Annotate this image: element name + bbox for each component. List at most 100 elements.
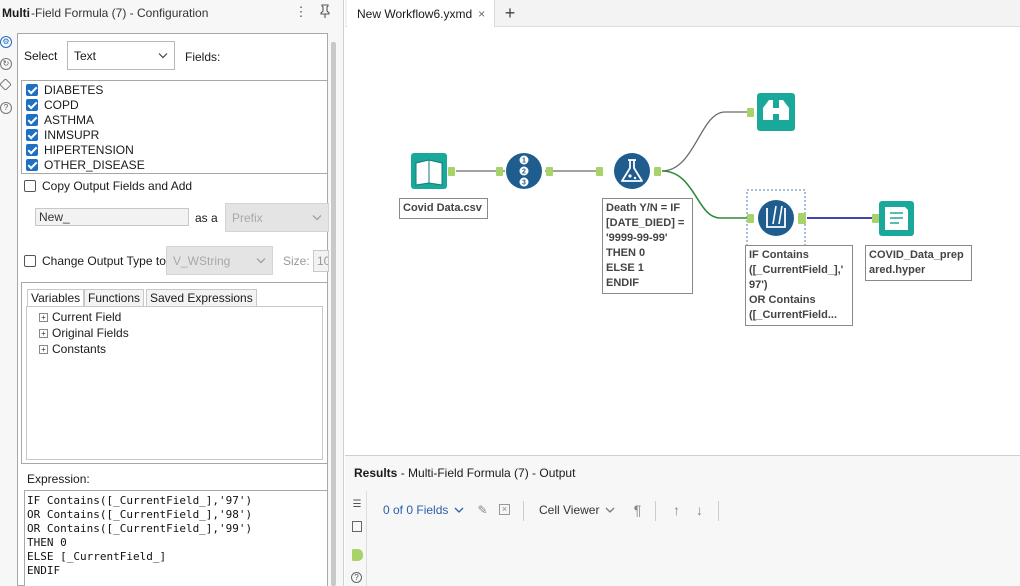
expand-icon[interactable]: + [39, 344, 48, 354]
arrow-down-icon[interactable]: ↓ [696, 502, 703, 518]
output-annotation: COVID_Data_prep ared.hyper [865, 245, 972, 281]
checkbox-checked[interactable] [26, 114, 38, 126]
formula-tool[interactable] [596, 153, 661, 189]
edit-icon[interactable]: ✎ [477, 503, 488, 517]
output-anchor[interactable] [546, 167, 553, 176]
input-anchor[interactable] [872, 214, 879, 223]
copy-output-checkbox[interactable] [24, 180, 36, 192]
beaker-icon [766, 208, 786, 228]
new-tab-button[interactable]: + [504, 3, 516, 23]
arrows-icon[interactable]: ↻ [0, 58, 12, 70]
field-item[interactable]: HIPERTENSION [26, 143, 134, 157]
checkbox-checked[interactable] [26, 129, 38, 141]
field-item[interactable]: OTHER_DISEASE [26, 158, 145, 172]
output-anchor[interactable] [448, 167, 455, 176]
help-icon[interactable]: ? [351, 572, 362, 583]
chevron-down-icon [256, 255, 266, 266]
svg-text:1: 1 [522, 158, 526, 165]
pin-icon[interactable] [317, 4, 333, 20]
prefix-suffix-dropdown[interactable]: Prefix [225, 203, 329, 232]
checkbox-checked[interactable] [26, 99, 38, 111]
input-anchor[interactable] [496, 167, 503, 176]
change-type-checkbox[interactable] [24, 255, 36, 267]
copy-output-option[interactable]: Copy Output Fields and Add [24, 179, 192, 193]
more-options-icon[interactable]: ⋮ [294, 4, 308, 19]
binoculars-icon [763, 100, 789, 120]
pilcrow-icon[interactable]: ¶ [633, 502, 642, 518]
input-anchor[interactable] [596, 167, 603, 176]
chevron-down-icon [606, 507, 615, 513]
browse-tool[interactable] [747, 93, 795, 131]
results-pane: Results - Multi-Field Formula (7) - Outp… [345, 455, 1020, 586]
expand-icon[interactable]: + [39, 328, 48, 338]
output-anchor[interactable] [654, 167, 661, 176]
input-annotation: Covid Data.csv [399, 198, 488, 219]
formula-tool-body [614, 153, 650, 189]
prefix-input[interactable]: New_ [35, 208, 189, 226]
clear-icon[interactable]: × [499, 504, 510, 515]
fields-dropdown[interactable]: 0 of 0 Fields [383, 503, 464, 517]
flask-icon [621, 159, 643, 182]
output-type-dropdown[interactable]: V_WString [166, 246, 273, 275]
expression-tabs: Variables Functions Saved Expressions +C… [21, 282, 328, 464]
tree-item-constants[interactable]: +Constants [39, 342, 106, 356]
checkbox-checked[interactable] [26, 159, 38, 171]
tree-item-current-field[interactable]: +Current Field [39, 310, 121, 324]
configuration-panel: Multi-Field Formula (7) - Configuration … [0, 0, 344, 586]
arrow-up-icon[interactable]: ↑ [673, 502, 680, 518]
document-tab-title: New Workflow6.yxmd [357, 6, 473, 21]
expression-editor[interactable]: IF Contains([_CurrentField_],'97') OR Co… [24, 490, 328, 586]
tag-icon[interactable] [0, 78, 12, 91]
field-item[interactable]: ASTHMA [26, 113, 94, 127]
config-title: -Field Formula (7) - Configuration [31, 6, 209, 20]
config-title-bold: Multi [2, 6, 30, 20]
table-icon[interactable] [352, 521, 362, 532]
field-item[interactable]: DIABETES [26, 83, 103, 97]
multi-field-tool-body [758, 200, 794, 236]
input-anchor[interactable] [747, 214, 754, 223]
select-label: Select [24, 49, 58, 63]
number-1-icon [519, 155, 529, 165]
multi-field-formula-tool[interactable] [746, 189, 806, 247]
list-icon[interactable]: ☰ [352, 499, 362, 510]
help-icon[interactable]: ? [0, 102, 12, 114]
results-side-rail: ☰ ? [345, 491, 367, 586]
results-title: Results - Multi-Field Formula (7) - Outp… [354, 466, 576, 480]
tab-functions[interactable]: Functions [84, 289, 145, 306]
document-tab[interactable]: New Workflow6.yxmd × [347, 0, 495, 27]
tree-item-original-fields[interactable]: +Original Fields [39, 326, 129, 340]
multi-field-annotation: IF Contains ([_CurrentField_],' 97') OR … [745, 245, 853, 326]
copy-output-label: Copy Output Fields and Add [42, 179, 193, 193]
output-anchor[interactable] [798, 213, 806, 224]
expression-line: IF Contains([_CurrentField_],'97') [27, 494, 253, 507]
close-icon[interactable]: × [478, 6, 486, 21]
checkbox-checked[interactable] [26, 84, 38, 96]
tab-variables[interactable]: Variables [27, 289, 85, 306]
size-input[interactable]: 10 [313, 250, 329, 272]
expand-icon[interactable]: + [39, 312, 48, 322]
field-item[interactable]: COPD [26, 98, 79, 112]
checkbox-checked[interactable] [26, 144, 38, 156]
document-tabbar: New Workflow6.yxmd × + [345, 0, 1020, 27]
chevron-down-icon [158, 50, 168, 61]
variables-tree: +Current Field +Original Fields +Constan… [26, 306, 323, 460]
expression-line: THEN 0 [27, 536, 67, 549]
number-3-icon [519, 177, 529, 187]
select-type-dropdown[interactable]: Text [67, 41, 175, 70]
workflow-canvas[interactable]: 1 2 3 [345, 28, 1020, 454]
cell-viewer-dropdown[interactable]: Cell Viewer [539, 503, 615, 517]
tab-saved-expressions[interactable]: Saved Expressions [146, 289, 257, 306]
expression-line: ENDIF [27, 564, 61, 577]
gear-icon[interactable]: ⚙ [0, 36, 12, 48]
input-data-tool[interactable] [411, 153, 455, 189]
anchor-icon[interactable] [352, 549, 363, 561]
change-type-option[interactable]: Change Output Type to [24, 254, 166, 268]
config-scrollbar[interactable] [331, 42, 336, 586]
input-anchor[interactable] [747, 108, 754, 117]
field-item[interactable]: INMSUPR [26, 128, 99, 142]
output-data-tool[interactable] [872, 201, 914, 236]
fields-list: DIABETES COPD ASTHMA INMSUPR HIPERTENSIO… [21, 80, 328, 174]
svg-text:2: 2 [522, 169, 526, 176]
config-side-rail: ⚙ ↻ ? [0, 34, 14, 124]
record-id-tool[interactable]: 1 2 3 [496, 153, 553, 189]
